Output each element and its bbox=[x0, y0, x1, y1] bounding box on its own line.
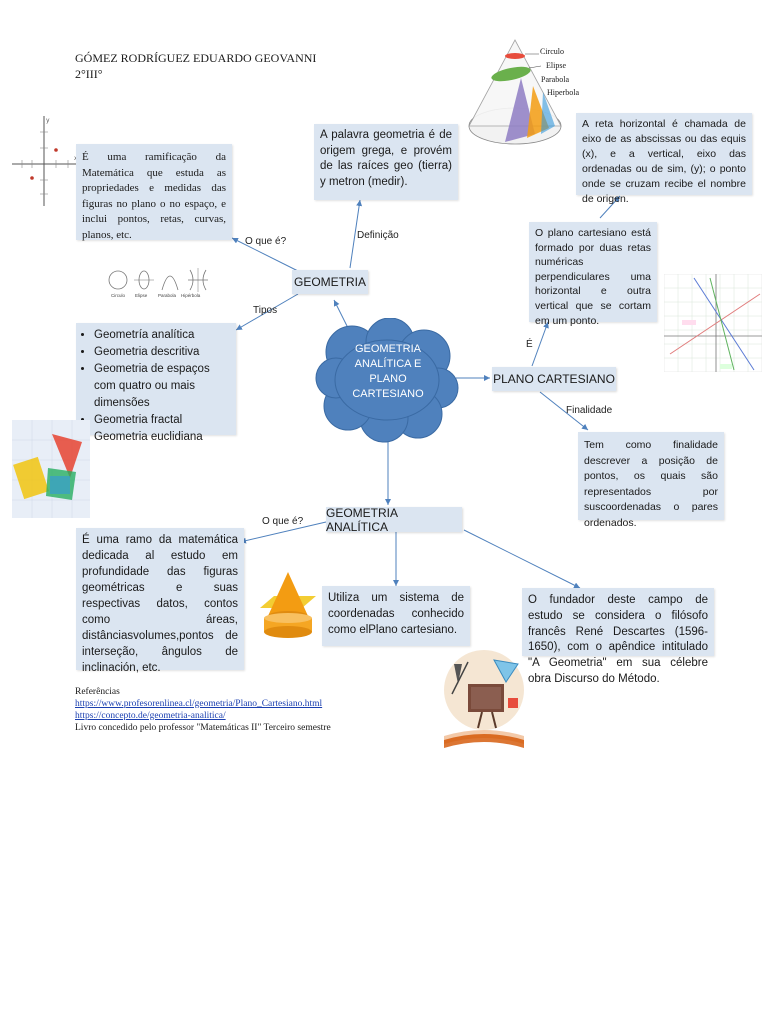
definition-box-ramo: É uma ramo da matemática dedicada al est… bbox=[76, 528, 244, 674]
central-cloud-shape bbox=[315, 318, 459, 443]
cone-label-elipse: Elipse bbox=[546, 61, 566, 70]
conic-icon-label-hiperbola: Hipérbola bbox=[181, 293, 201, 298]
finalidade-text: Tem como finalidade descrever a posição … bbox=[584, 439, 718, 529]
definition-box-ramificacao: É uma ramificação da Matemática que estu… bbox=[76, 144, 232, 241]
purpose-box-finalidade: Tem como finalidade descrever a posição … bbox=[578, 432, 724, 529]
definition-box-origem: A palavra geometria é de origem grega, e… bbox=[314, 124, 458, 200]
label-o-que-e-2: O que é? bbox=[262, 516, 304, 527]
type-item: Geometría analítica bbox=[94, 327, 230, 344]
sistema-text: Utiliza um sistema de coordenadas conhec… bbox=[328, 592, 464, 636]
reta-horizontal-text: A reta horizontal é chamada de eixo de a… bbox=[582, 118, 746, 205]
conic-sections-cone-image bbox=[468, 39, 562, 145]
ramificacao-text: É uma ramificação da Matemática que estu… bbox=[82, 151, 226, 241]
reference-link-2[interactable]: https://concepto.de/geometria-analitica/ bbox=[75, 711, 226, 721]
types-list: Geometría analítica Geometria descritiva… bbox=[78, 327, 230, 446]
node-geometria-label: GEOMETRIA bbox=[293, 275, 366, 289]
reference-link-1[interactable]: https://www.profesorenlinea.cl/geometria… bbox=[75, 699, 323, 709]
label-definicao: Definição bbox=[357, 230, 399, 241]
conic-icon-label-circulo: Circulo bbox=[111, 293, 126, 298]
label-tipos: Tipos bbox=[253, 305, 278, 316]
types-list-box: Geometría analítica Geometria descritiva… bbox=[76, 323, 236, 443]
type-item: Geometria euclidiana bbox=[94, 429, 230, 446]
author-name: GÓMEZ RODRÍGUEZ EDUARDO GEOVANNI bbox=[75, 51, 317, 65]
group-label: 2°III° bbox=[75, 67, 103, 81]
plano-formado-text: O plano cartesiano está formado por duas… bbox=[535, 227, 651, 327]
references-title: Referências bbox=[75, 687, 120, 697]
cone-cylinder-image bbox=[260, 572, 316, 638]
central-title: GEOMETRIA ANALÍTICA E PLANO CARTESIANO bbox=[334, 342, 442, 402]
references: Referências https://www.profesorenlinea.… bbox=[75, 686, 331, 734]
definition-box-fundador: O fundador deste campo de estudo se cons… bbox=[522, 588, 714, 685]
label-o-que-e-1: O que é? bbox=[245, 236, 287, 247]
label-finalidade: Finalidade bbox=[566, 405, 613, 416]
definicao-text: A palavra geometria é de origem grega, e… bbox=[320, 129, 452, 188]
reference-note: Livro concedido pelo professor "Matemáti… bbox=[75, 723, 331, 733]
fundador-text: O fundador deste campo de estudo se cons… bbox=[528, 594, 708, 685]
central-title-line-4: CARTESIANO bbox=[352, 388, 424, 400]
definition-box-sistema: Utiliza um sistema de coordenadas conhec… bbox=[322, 586, 470, 646]
node-analitica-label: GEOMETRIA ANALÍTICA bbox=[326, 505, 398, 534]
geometric-solids-image bbox=[12, 420, 90, 518]
central-title-line-2: ANALÍTICA E bbox=[354, 358, 422, 370]
cone-label-hiperbola: Hiperbola bbox=[547, 88, 579, 97]
cone-label-parabola: Parabola bbox=[541, 75, 569, 84]
conic-icon-label-parabola: Parabola bbox=[158, 293, 177, 298]
node-geometria-analitica: GEOMETRIA ANALÍTICA bbox=[326, 505, 462, 534]
type-item: Geometria fractal bbox=[94, 412, 230, 429]
line-graph-image bbox=[664, 274, 762, 372]
definition-box-eixos: A reta horizontal é chamada de eixo de a… bbox=[576, 113, 752, 205]
geometry-book-image bbox=[444, 650, 524, 748]
central-title-line-3: PLANO bbox=[369, 373, 407, 385]
node-geometria: GEOMETRIA bbox=[292, 270, 368, 294]
conic-icons-image bbox=[108, 268, 208, 292]
node-plano-cartesiano: PLANO CARTESIANO bbox=[492, 367, 616, 391]
svg-text:y: y bbox=[46, 117, 50, 124]
conic-icon-label-elipse: Elipse bbox=[135, 293, 148, 298]
label-e: É bbox=[526, 339, 533, 350]
type-item: Geometria descritiva bbox=[94, 344, 230, 361]
cone-label-circulo: Circulo bbox=[540, 47, 564, 56]
type-item: Geometria de espaços com quatro ou mais … bbox=[94, 361, 230, 412]
definition-box-plano-formado: O plano cartesiano está formado por duas… bbox=[529, 222, 657, 327]
ramo-text: É uma ramo da matemática dedicada al est… bbox=[82, 534, 238, 674]
cartesian-axes-image: y x bbox=[12, 116, 80, 206]
central-title-line-1: GEOMETRIA bbox=[354, 343, 421, 355]
node-plano-label: PLANO CARTESIANO bbox=[493, 372, 615, 386]
